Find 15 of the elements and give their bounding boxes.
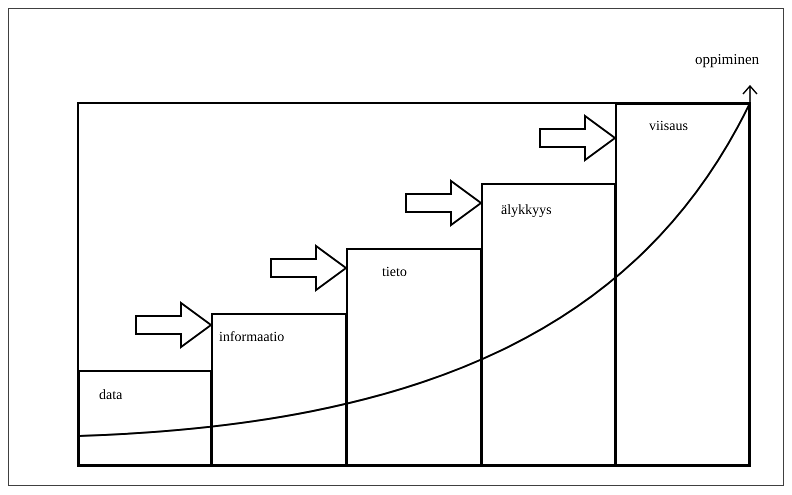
step-label: tieto — [382, 265, 407, 280]
block-arrow — [539, 114, 617, 162]
step-label: viisaus — [649, 119, 688, 134]
step-label: informaatio — [219, 330, 284, 346]
curve-label: oppiminen — [695, 52, 760, 69]
step-label: data — [99, 388, 122, 404]
step-bar — [346, 248, 482, 466]
step-label: älykkyys — [501, 203, 552, 218]
step-bar — [615, 103, 750, 466]
block-arrow — [135, 301, 213, 349]
step-bar — [78, 370, 212, 466]
step-bar — [481, 183, 616, 466]
block-arrow — [405, 179, 483, 227]
block-arrow — [270, 244, 348, 292]
step-bar — [211, 313, 347, 466]
